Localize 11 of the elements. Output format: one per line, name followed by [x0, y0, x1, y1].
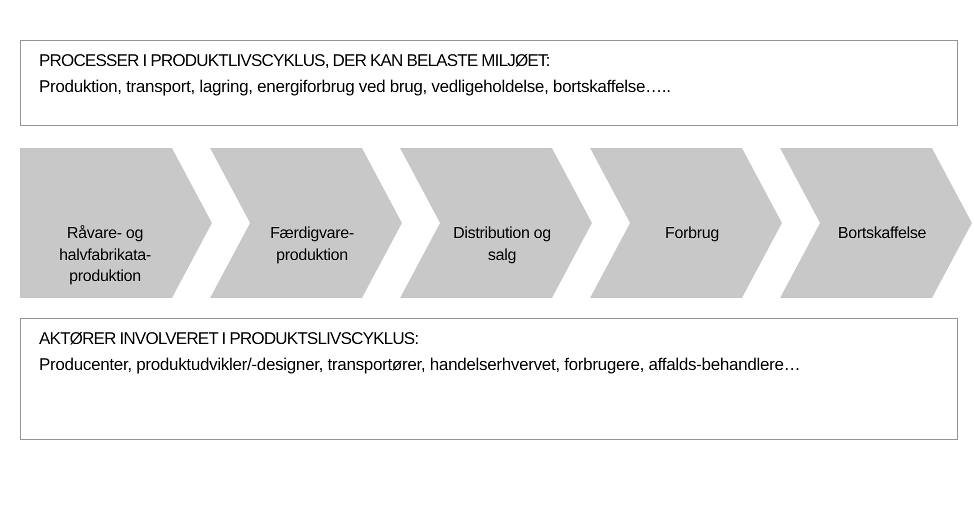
panel-text: Producenter, produktudvikler/-designer, transportører, handelserhvervet, forbrugere, affalds-behandlere… [39, 355, 802, 375]
panel-heading: PROCESSER I PRODUKTLIVSCYKLUS, DER KAN BELASTE MILJØET: [39, 51, 551, 71]
panel-heading: AKTØRER INVOLVERET I PRODUKTSLIVSCYKLUS: [39, 329, 420, 349]
stage-label: Forbrug [664, 224, 720, 244]
stage-label: Færdigvare-produktion [269, 224, 355, 266]
panel-text: Produktion, transport, lagring, energiforbrug ved brug, vedligeholdelse, bortskaffelse….. [39, 77, 672, 97]
text-panel [20, 318, 958, 440]
stage-label: Råvare- og halvfabrikata-produktion [58, 224, 152, 288]
stage-label: Bortskaffelse [836, 224, 928, 244]
text-panel [20, 40, 958, 126]
stage-label: Distribution og salg [452, 224, 552, 266]
